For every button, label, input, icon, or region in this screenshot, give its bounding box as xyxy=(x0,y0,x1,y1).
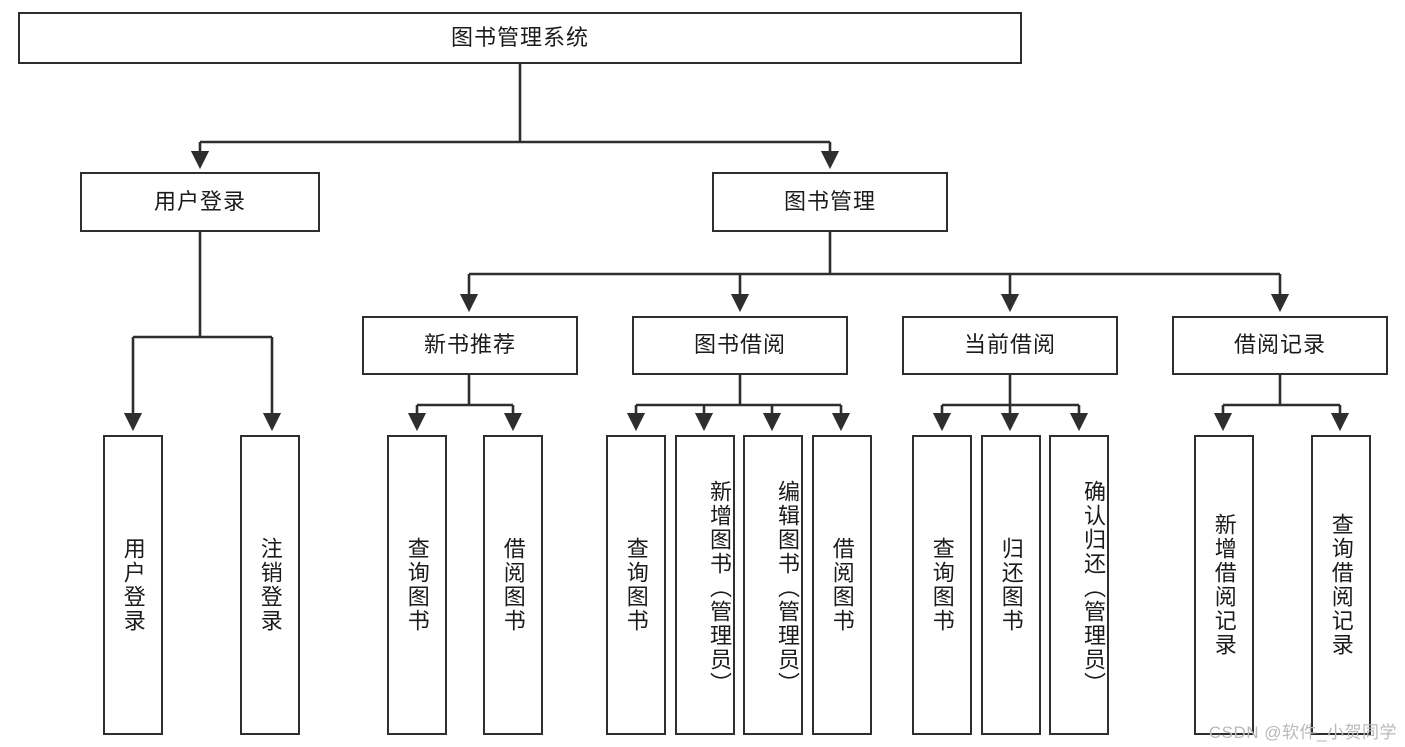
node-label: 注销登录 xyxy=(257,537,283,633)
node-label: 新增图书（管理员） xyxy=(707,480,732,696)
node-label: 借阅记录 xyxy=(1233,332,1326,358)
node-label: 确认归还（管理员） xyxy=(1081,480,1106,696)
node-leaf-query-book-borrow[interactable]: 查询图书 xyxy=(606,435,666,735)
node-leaf-add-book-admin[interactable]: 新增图书（管理员） xyxy=(675,435,735,735)
node-label: 图书借阅 xyxy=(693,332,786,358)
node-new-book-recommendation[interactable]: 新书推荐 xyxy=(362,316,578,375)
node-current-borrow[interactable]: 当前借阅 xyxy=(902,316,1118,375)
node-label: 查询图书 xyxy=(623,537,649,633)
node-label: 编辑图书（管理员） xyxy=(775,480,800,696)
watermark-text: CSDN @软件_小贺同学 xyxy=(1208,723,1397,742)
node-borrow-record[interactable]: 借阅记录 xyxy=(1172,316,1388,375)
node-leaf-query-book-newbook[interactable]: 查询图书 xyxy=(387,435,447,735)
node-label: 图书管理 xyxy=(783,188,876,214)
node-label: 归还图书 xyxy=(998,537,1024,633)
node-label: 借阅图书 xyxy=(500,537,526,633)
node-label: 用户登录 xyxy=(153,188,246,214)
node-book-management[interactable]: 图书管理 xyxy=(712,172,948,232)
node-root-book-management-system[interactable]: 图书管理系统 xyxy=(18,12,1022,64)
node-label: 查询图书 xyxy=(404,537,430,633)
node-leaf-user-login[interactable]: 用户登录 xyxy=(103,435,163,735)
node-label: 新增借阅记录 xyxy=(1211,513,1237,657)
node-leaf-add-borrow-record[interactable]: 新增借阅记录 xyxy=(1194,435,1254,735)
node-user-login[interactable]: 用户登录 xyxy=(80,172,320,232)
node-label: 新书推荐 xyxy=(423,332,516,358)
node-leaf-edit-book-admin[interactable]: 编辑图书（管理员） xyxy=(743,435,803,735)
node-label: 查询借阅记录 xyxy=(1328,513,1354,657)
node-label: 借阅图书 xyxy=(829,537,855,633)
node-label: 图书管理系统 xyxy=(450,24,589,50)
node-leaf-borrow-book-newbook[interactable]: 借阅图书 xyxy=(483,435,543,735)
node-leaf-query-borrow-record[interactable]: 查询借阅记录 xyxy=(1311,435,1371,735)
node-leaf-confirm-return-admin[interactable]: 确认归还（管理员） xyxy=(1049,435,1109,735)
node-book-borrow[interactable]: 图书借阅 xyxy=(632,316,848,375)
node-label: 当前借阅 xyxy=(963,332,1056,358)
node-label: 用户登录 xyxy=(120,537,146,633)
node-leaf-borrow-book-borrow[interactable]: 借阅图书 xyxy=(812,435,872,735)
node-label: 查询图书 xyxy=(929,537,955,633)
node-leaf-query-book-current[interactable]: 查询图书 xyxy=(912,435,972,735)
node-leaf-logout[interactable]: 注销登录 xyxy=(240,435,300,735)
node-leaf-return-book[interactable]: 归还图书 xyxy=(981,435,1041,735)
